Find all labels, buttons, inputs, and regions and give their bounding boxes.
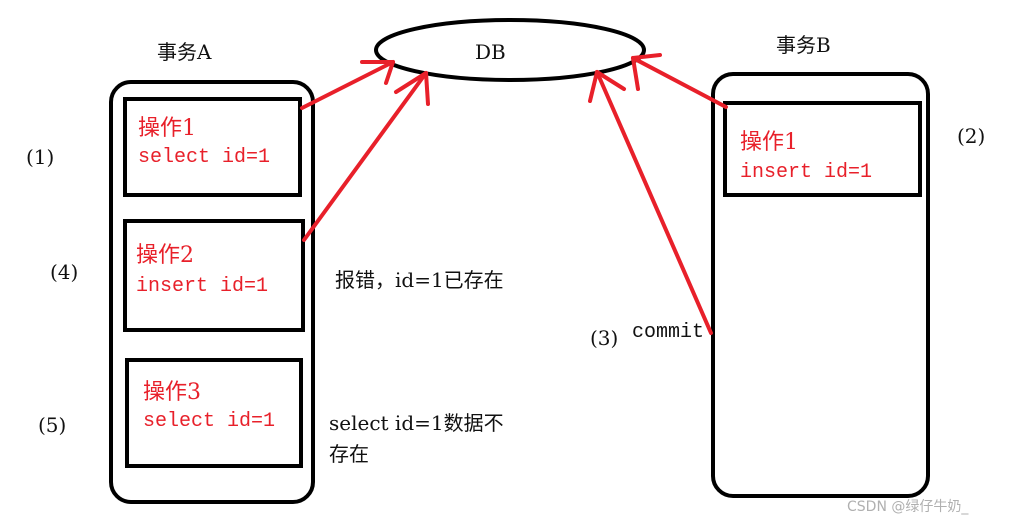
transaction-a-title: 事务A: [157, 40, 212, 64]
db-ellipse: [374, 18, 646, 82]
arrow-b-op1-to-db: [631, 53, 728, 109]
arrow-a-op1-to-db: [300, 60, 395, 110]
step-label-2: (2): [957, 124, 986, 148]
transaction-a-container: [109, 80, 315, 504]
arrows: [300, 53, 728, 335]
op-sql: select id=1: [138, 146, 271, 169]
step-label-3: (3): [590, 326, 619, 350]
op3-note-line1: select id=1数据不: [329, 411, 504, 435]
transaction-b-container: [711, 72, 930, 498]
commit-label: commit: [632, 321, 705, 344]
op-name: 操作2: [136, 243, 194, 268]
op-name: 操作1: [138, 116, 196, 141]
op3-note-line2: 存在: [329, 442, 369, 466]
db-label: DB: [475, 40, 506, 64]
op-name: 操作3: [143, 380, 201, 405]
op2-error-note: 报错，id=1已存在: [335, 268, 504, 292]
watermark: CSDN @绿仔牛奶_: [847, 499, 969, 515]
step-label-4: (4): [50, 260, 79, 284]
op-sql: select id=1: [143, 410, 276, 433]
step-label-5: (5): [38, 413, 67, 437]
transaction-a-op2-box: 操作2 insert id=1: [123, 219, 305, 332]
transaction-b-op1-box: 操作1 insert id=1: [723, 101, 922, 197]
op-sql: insert id=1: [136, 275, 269, 298]
op-name: 操作1: [740, 130, 798, 155]
transaction-b-title: 事务B: [776, 33, 831, 57]
arrow-b-commit-to-db: [588, 70, 713, 335]
arrow-a-op2-to-db: [302, 71, 430, 242]
transaction-a-op3-box: 操作3 select id=1: [125, 358, 303, 468]
step-label-1: (1): [26, 145, 55, 169]
transaction-a-op1-box: 操作1 select id=1: [123, 97, 302, 197]
op-sql: insert id=1: [740, 161, 873, 184]
